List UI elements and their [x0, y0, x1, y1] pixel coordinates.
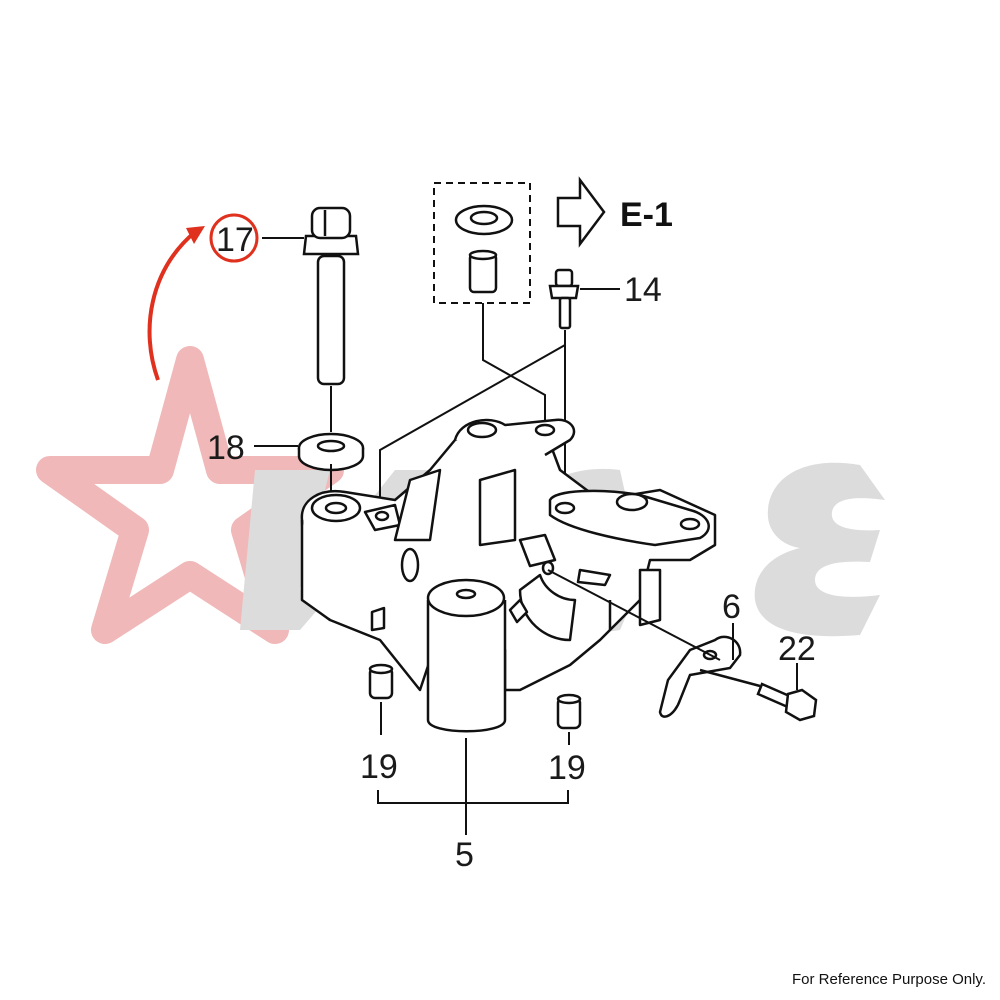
guide-line-6: [547, 569, 721, 661]
callout-19-right: 19: [548, 749, 586, 787]
callout-17-highlight-ring: [209, 213, 259, 263]
bolt-22: [756, 682, 818, 722]
callout-6: 6: [722, 588, 741, 626]
callout-17: 17: [216, 221, 254, 259]
watermark-letter-shape: [754, 462, 885, 637]
oil-seal: [454, 204, 514, 236]
callout-18: 18: [207, 429, 245, 467]
highlight-arrow: [147, 226, 205, 381]
leader-line-14-down: [379, 330, 566, 520]
spring-arm-6: [658, 635, 761, 718]
sleeve: [468, 249, 498, 294]
leader-line-inset: [482, 303, 546, 430]
bracket-line-5: [377, 790, 569, 804]
footer-note: For Reference Purpose Only.: [792, 971, 986, 988]
callout-22: 22: [778, 630, 816, 668]
callout-14: 14: [624, 271, 662, 309]
reference-arrow-icon: [556, 176, 606, 248]
dowel-pin-19-right: [556, 693, 582, 730]
bolt-14: [548, 268, 580, 330]
washer-18: [297, 432, 365, 472]
dowel-pin-19-left: [368, 663, 394, 700]
rocker-holder-5: [300, 418, 717, 733]
callout-5: 5: [455, 836, 474, 874]
bolt-17: [302, 206, 360, 386]
callout-19-left: 19: [360, 748, 398, 786]
inset-box: [433, 182, 531, 304]
reference-code-e1: E-1: [620, 196, 673, 234]
